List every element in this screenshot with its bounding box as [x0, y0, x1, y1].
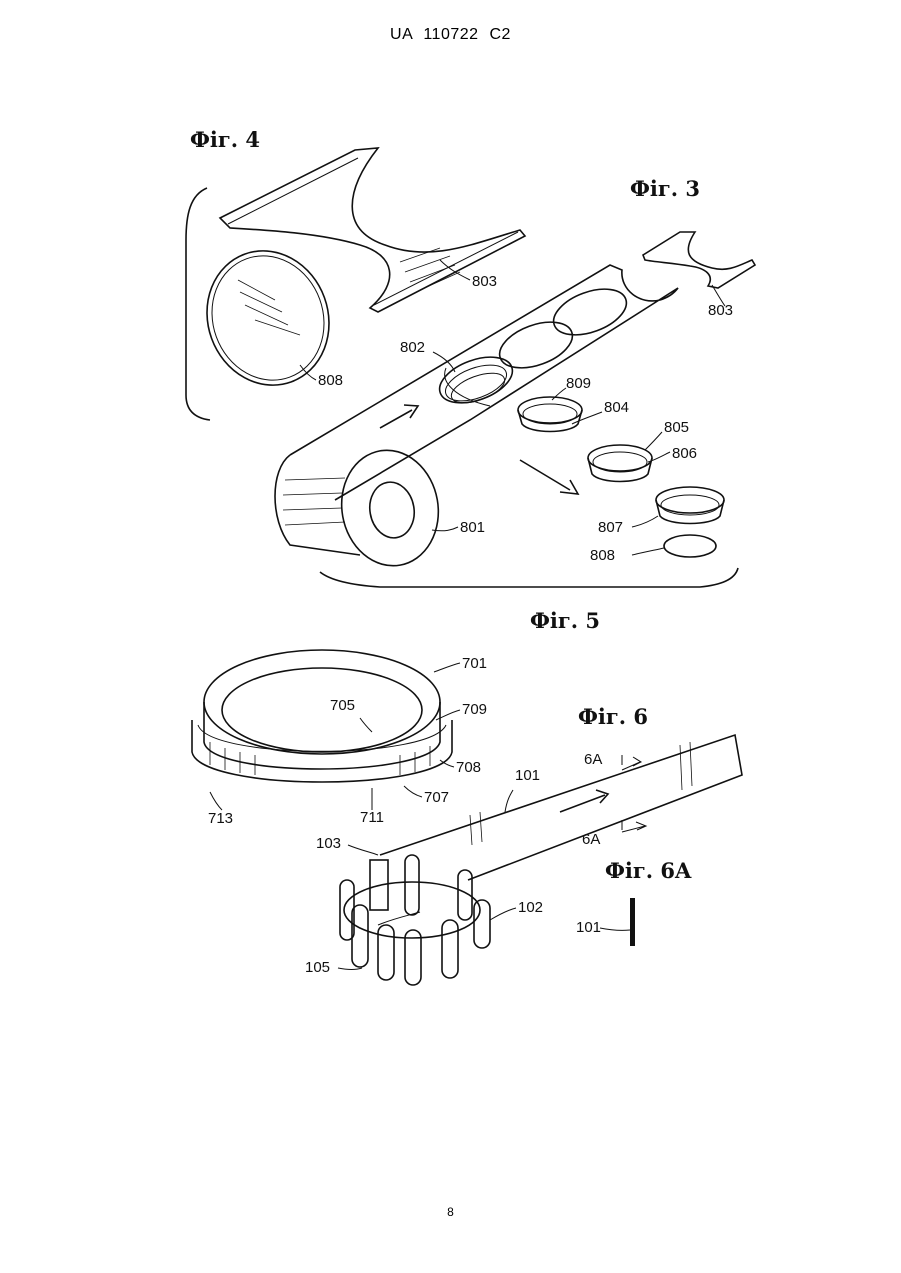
- fig3-bracket: [320, 568, 738, 587]
- fig3-cup-807: [656, 487, 724, 513]
- fig3-small-sheet: [643, 232, 755, 288]
- fig4-title: Фіг. 4: [190, 127, 260, 152]
- fig3-strip: [290, 265, 678, 500]
- fig3-label-801: 801: [460, 519, 485, 536]
- fig6a-label-101: 101: [576, 919, 601, 936]
- fig3-label-803: 803: [708, 302, 733, 319]
- fig3-title: Фіг. 3: [630, 176, 700, 201]
- fig6a-title: Фіг. 6A: [605, 858, 692, 883]
- fig4-label-803: 803: [472, 273, 497, 290]
- fig5-outer-ring: [204, 650, 440, 754]
- fig3-label-808: 808: [590, 547, 615, 564]
- fig3-label-804: 804: [604, 399, 629, 416]
- fig5-ring-wall: [204, 702, 440, 769]
- fig3-roll-side: [275, 455, 360, 555]
- fig5-label-713: 713: [208, 810, 233, 827]
- fig6-label-101: 101: [515, 767, 540, 784]
- fig5-label-705: 705: [330, 697, 355, 714]
- fig5-label-709: 709: [462, 701, 487, 718]
- fig5-label-711: 711: [360, 809, 384, 826]
- fig3-disc-808: [664, 535, 716, 557]
- fig6-label-103: 103: [316, 835, 341, 852]
- fig6-roller-cluster: [340, 855, 490, 985]
- fig6-label-6a-top: 6A: [584, 751, 602, 768]
- fig3-drawing: [275, 232, 755, 587]
- fig3-label-807: 807: [598, 519, 623, 536]
- fig6-label-105: 105: [305, 959, 330, 976]
- fig3-feed-arrow: [380, 405, 418, 428]
- fig3-hole-2: [493, 313, 578, 377]
- fig6-direction-arrow: [560, 790, 608, 812]
- fig3-label-809: 809: [566, 375, 591, 392]
- fig5-label-707: 707: [424, 789, 449, 806]
- fig3-label-802: 802: [400, 339, 425, 356]
- fig6-label-102: 102: [518, 899, 543, 916]
- page-number: 8: [0, 1205, 901, 1219]
- fig5-drawing: [192, 650, 460, 810]
- fig5-inner-ring: [222, 668, 422, 752]
- fig5-label-701: 701: [462, 655, 487, 672]
- fig6a-drawing: [600, 898, 635, 946]
- fig6a-strip-section: [630, 898, 635, 946]
- fig6-title: Фіг. 6: [578, 704, 648, 729]
- fig3-hole-1: [547, 280, 632, 344]
- fig3-label-805: 805: [664, 419, 689, 436]
- fig3-output-arrow: [520, 460, 578, 494]
- fig4-bracket: [186, 188, 210, 420]
- fig3-label-806: 806: [672, 445, 697, 462]
- fig5-label-708: 708: [456, 759, 481, 776]
- fig3-roll-core: [365, 479, 418, 542]
- fig6-label-6a-bottom: 6A: [582, 831, 600, 848]
- fig4-label-808: 808: [318, 372, 343, 389]
- fig5-title: Фіг. 5: [530, 608, 600, 633]
